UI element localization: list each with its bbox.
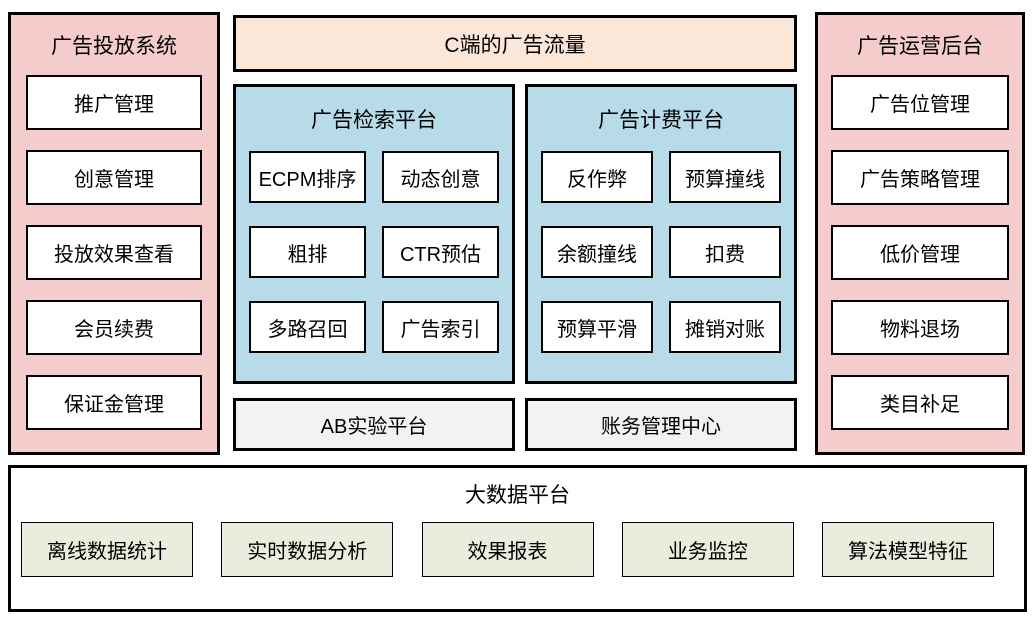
ad-strategy-management-box: 广告策略管理 xyxy=(831,150,1009,205)
business-monitoring-box: 业务监控 xyxy=(621,522,794,577)
c-side-ad-traffic-banner: C端的广告流量 xyxy=(233,15,797,72)
algorithm-model-feature-box: 算法模型特征 xyxy=(822,522,994,577)
ad-billing-platform-title: 广告计费平台 xyxy=(598,109,724,132)
anti-fraud-box: 反作弊 xyxy=(541,151,653,203)
creative-management-box: 创意管理 xyxy=(26,150,202,205)
balance-limit-box: 余额撞线 xyxy=(541,226,653,278)
budget-limit-box: 预算撞线 xyxy=(669,151,781,203)
delivery-effect-view-box: 投放效果查看 xyxy=(26,225,202,280)
low-price-management-box: 低价管理 xyxy=(831,225,1009,280)
coarse-ranking-box: 粗排 xyxy=(249,226,366,278)
ab-test-platform-box: AB实验平台 xyxy=(233,398,515,451)
ad-delivery-system-title: 广告投放系统 xyxy=(51,35,177,58)
member-renewal-box: 会员续费 xyxy=(26,300,202,355)
ad-billing-platform: 广告计费平台 反作弊 预算撞线 余额撞线 扣费 预算平滑 摊销对账 xyxy=(525,84,797,384)
account-management-center-box: 账务管理中心 xyxy=(525,398,797,451)
ad-search-platform-title: 广告检索平台 xyxy=(311,109,437,132)
ctr-estimation-box: CTR预估 xyxy=(382,226,499,278)
category-supplement-box: 类目补足 xyxy=(831,375,1009,430)
amortization-reconciliation-box: 摊销对账 xyxy=(669,301,781,353)
ad-search-platform-modules: ECPM排序 动态创意 粗排 CTR预估 多路召回 广告索引 xyxy=(236,151,512,353)
multi-channel-recall-box: 多路召回 xyxy=(249,301,366,353)
deposit-management-box: 保证金管理 xyxy=(26,375,202,430)
ad-operation-backend-title: 广告运营后台 xyxy=(857,35,983,58)
offline-data-statistics-box: 离线数据统计 xyxy=(21,522,193,577)
platform-row: 广告检索平台 ECPM排序 动态创意 粗排 CTR预估 多路召回 广告索引 广告… xyxy=(233,84,797,384)
ecpm-ranking-box: ECPM排序 xyxy=(249,151,366,203)
big-data-platform-modules: 离线数据统计 实时数据分析 效果报表 业务监控 算法模型特征 xyxy=(11,520,1024,577)
big-data-platform-panel: 大数据平台 离线数据统计 实时数据分析 效果报表 业务监控 算法模型特征 xyxy=(8,465,1027,612)
ad-billing-platform-modules: 反作弊 预算撞线 余额撞线 扣费 预算平滑 摊销对账 xyxy=(528,151,794,353)
charge-box: 扣费 xyxy=(669,226,781,278)
realtime-data-analysis-box: 实时数据分析 xyxy=(221,522,394,577)
support-platform-row: AB实验平台 账务管理中心 xyxy=(233,398,797,451)
ad-search-platform: 广告检索平台 ECPM排序 动态创意 粗排 CTR预估 多路召回 广告索引 xyxy=(233,84,515,384)
dynamic-creative-box: 动态创意 xyxy=(382,151,499,203)
budget-smoothing-box: 预算平滑 xyxy=(541,301,653,353)
material-withdrawal-box: 物料退场 xyxy=(831,300,1009,355)
promotion-management-box: 推广管理 xyxy=(26,75,202,130)
ad-delivery-system-panel: 广告投放系统 推广管理 创意管理 投放效果查看 会员续费 保证金管理 xyxy=(8,12,220,455)
ad-slot-management-box: 广告位管理 xyxy=(831,75,1009,130)
ad-operation-backend-panel: 广告运营后台 广告位管理 广告策略管理 低价管理 物料退场 类目补足 xyxy=(815,12,1025,455)
big-data-platform-title: 大数据平台 xyxy=(465,484,570,507)
ad-index-box: 广告索引 xyxy=(382,301,499,353)
ad-operation-backend-modules: 广告位管理 广告策略管理 低价管理 物料退场 类目补足 xyxy=(818,75,1022,430)
effect-report-box: 效果报表 xyxy=(421,522,594,577)
ad-delivery-system-modules: 推广管理 创意管理 投放效果查看 会员续费 保证金管理 xyxy=(11,75,217,430)
